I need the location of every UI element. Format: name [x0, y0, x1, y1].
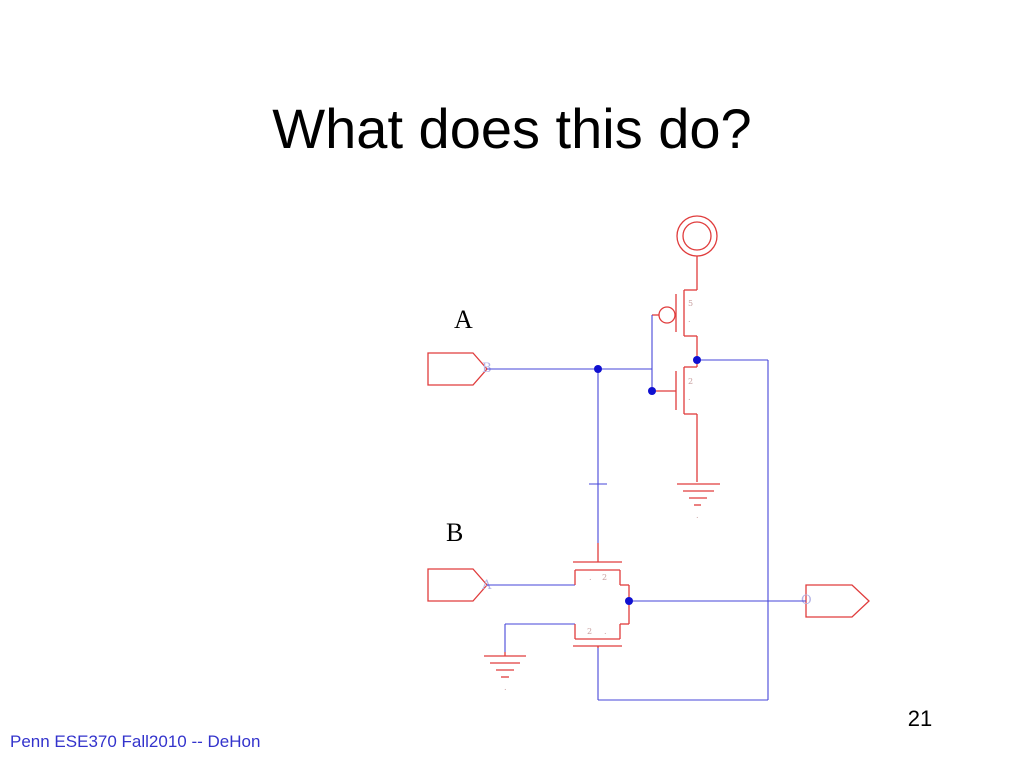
input-pin-top: B	[427, 352, 492, 386]
pmos-transistor: 5 .	[652, 289, 697, 337]
pass-gate-ground-symbol: .	[484, 652, 526, 692]
signal-wires	[487, 315, 806, 701]
pass-gate: 2 . 2 .	[573, 543, 630, 648]
pass-top-size-label: 2	[602, 573, 607, 582]
output-pin-label: O	[801, 593, 812, 608]
pmos-size-label: 5	[688, 299, 693, 308]
vdd-supply-symbol	[676, 215, 718, 290]
pass-bottom-size-label: 2	[587, 627, 592, 636]
pmos-minor-mark: .	[688, 315, 691, 324]
slide-title: What does this do?	[272, 97, 752, 160]
label-b: B	[446, 518, 463, 547]
output-pin: O	[801, 584, 870, 618]
inverter-ground-symbol: .	[677, 483, 720, 520]
junction-pass-output	[625, 597, 633, 605]
footer-text: Penn ESE370 Fall2010 -- DeHon	[10, 732, 261, 751]
junction-dots	[594, 356, 701, 605]
junction-input-split	[594, 365, 602, 373]
pass-bottom-minor-mark: .	[604, 627, 607, 636]
nmos-size-label: 2	[688, 377, 693, 386]
label-a: A	[454, 305, 473, 334]
pass-top-minor-mark: .	[589, 573, 592, 582]
slide-number: 21	[907, 706, 933, 731]
pass-ground-minor-mark: .	[504, 683, 507, 692]
ground-minor-mark: .	[696, 511, 699, 520]
input-pin-bottom-label: A	[481, 578, 492, 593]
junction-inverter-output	[693, 356, 701, 364]
input-pin-top-label: B	[482, 361, 492, 376]
junction-nmos-gate	[648, 387, 656, 395]
input-pin-bottom: A	[427, 568, 492, 602]
nmos-minor-mark: .	[688, 393, 691, 402]
nmos-transistor: 2 .	[652, 366, 697, 415]
